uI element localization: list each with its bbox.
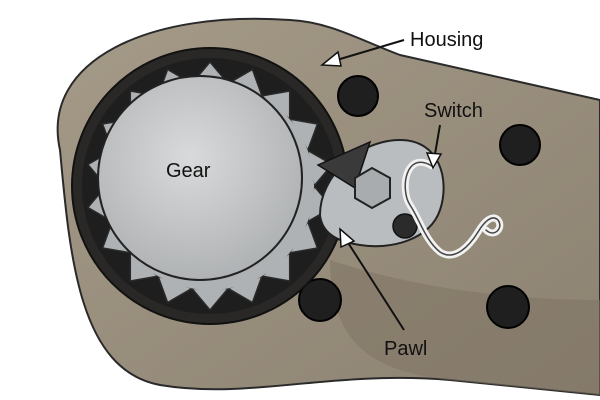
housing-arrow	[329, 39, 405, 63]
pivot-pin	[392, 213, 418, 239]
bolt-hole	[499, 124, 541, 166]
pawl-arrow	[344, 237, 405, 331]
switch-label: Switch	[424, 100, 483, 122]
pawl-label: Pawl	[384, 338, 428, 360]
bolt-holes	[298, 75, 541, 329]
leader-lines	[320, 39, 443, 331]
hex-nut	[354, 166, 391, 210]
housing-shadow	[330, 260, 600, 395]
bolt-hole	[337, 75, 379, 117]
gear-face	[97, 75, 303, 281]
housing-label: Housing	[410, 29, 484, 51]
bolt-hole	[486, 285, 530, 329]
gear-label: Gear	[166, 160, 211, 182]
bolt-hole	[298, 278, 342, 322]
